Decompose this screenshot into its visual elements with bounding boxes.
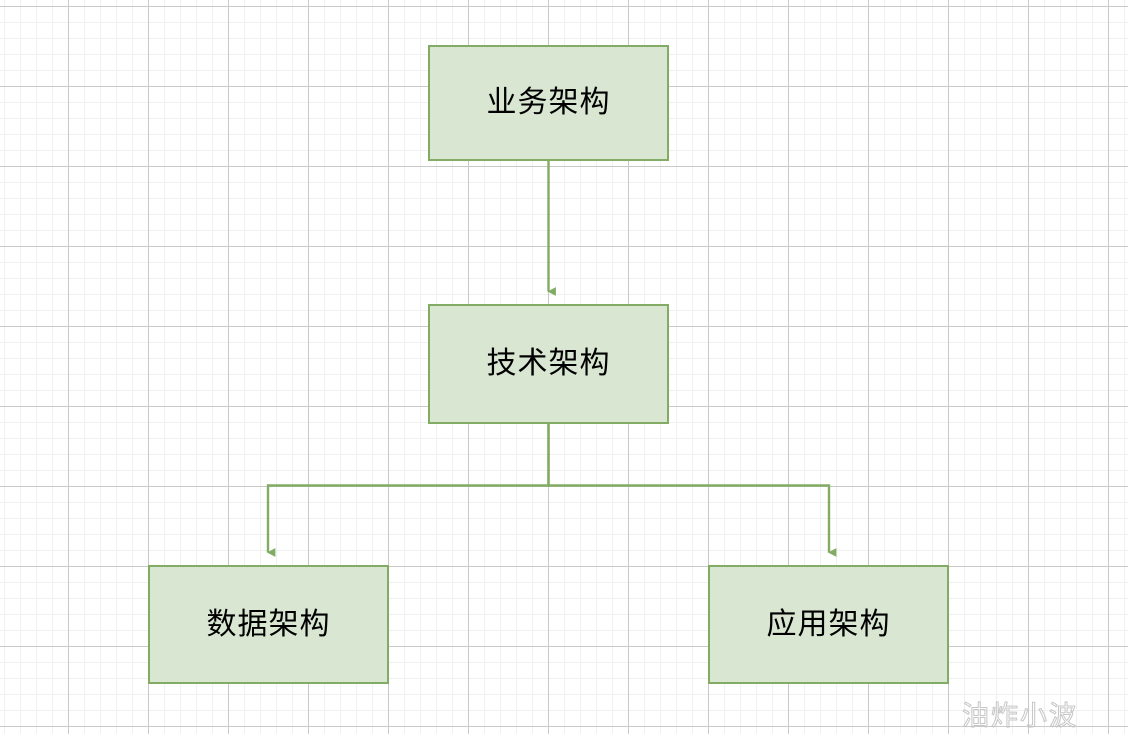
node-data-architecture[interactable]: 数据架构 [148, 565, 389, 684]
edge-tech-to-app [547, 424, 837, 557]
node-label: 业务架构 [486, 85, 611, 120]
node-label: 应用架构 [766, 606, 891, 642]
node-technical-architecture[interactable]: 技术架构 [428, 304, 669, 424]
node-business-architecture[interactable]: 业务架构 [428, 45, 669, 161]
node-label: 技术架构 [486, 346, 611, 381]
edge-tech-to-data [266, 424, 550, 557]
watermark-text: 油炸小波 [962, 701, 1078, 733]
node-label: 数据架构 [206, 606, 331, 642]
node-application-architecture[interactable]: 应用架构 [708, 565, 949, 684]
